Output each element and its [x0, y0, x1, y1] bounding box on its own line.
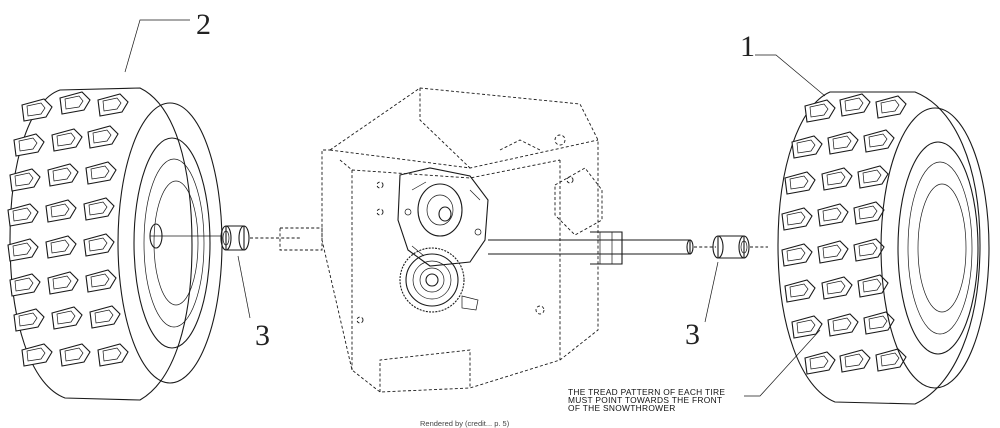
gearbox-assembly: [397, 167, 489, 267]
page-footer: Rendered by (credit... p. 5): [420, 419, 510, 428]
leader-lines: [124, 19, 826, 397]
left-rim-outer: [117, 102, 223, 384]
right-tire-tread: [781, 93, 907, 375]
right-bushing: [712, 235, 750, 259]
left-bushing: [220, 225, 250, 251]
right-rim-outer: [880, 107, 990, 389]
drive-sprocket: [399, 247, 479, 313]
right-rim-inner: [897, 141, 979, 355]
callout-right-bushing: 3: [685, 318, 700, 351]
left-tire: [7, 87, 223, 401]
note-line-2: MUST POINT TOWARDS THE FRONT: [568, 395, 722, 405]
tread-direction-note: THE TREAD PATTERN OF EACH TIRE MUST POIN…: [568, 387, 725, 413]
callout-right-tire: 1: [740, 30, 755, 63]
callout-left-bushing: 3: [255, 319, 270, 352]
callout-left-tire: 2: [196, 8, 211, 41]
chassis-frame: [279, 87, 603, 393]
left-rim-inner: [133, 137, 211, 349]
note-line-3: OF THE SNOWTHROWER: [568, 403, 676, 413]
axle-shaft: [488, 231, 694, 265]
right-tire: [777, 91, 990, 405]
note-line-1: THE TREAD PATTERN OF EACH TIRE: [568, 387, 725, 397]
